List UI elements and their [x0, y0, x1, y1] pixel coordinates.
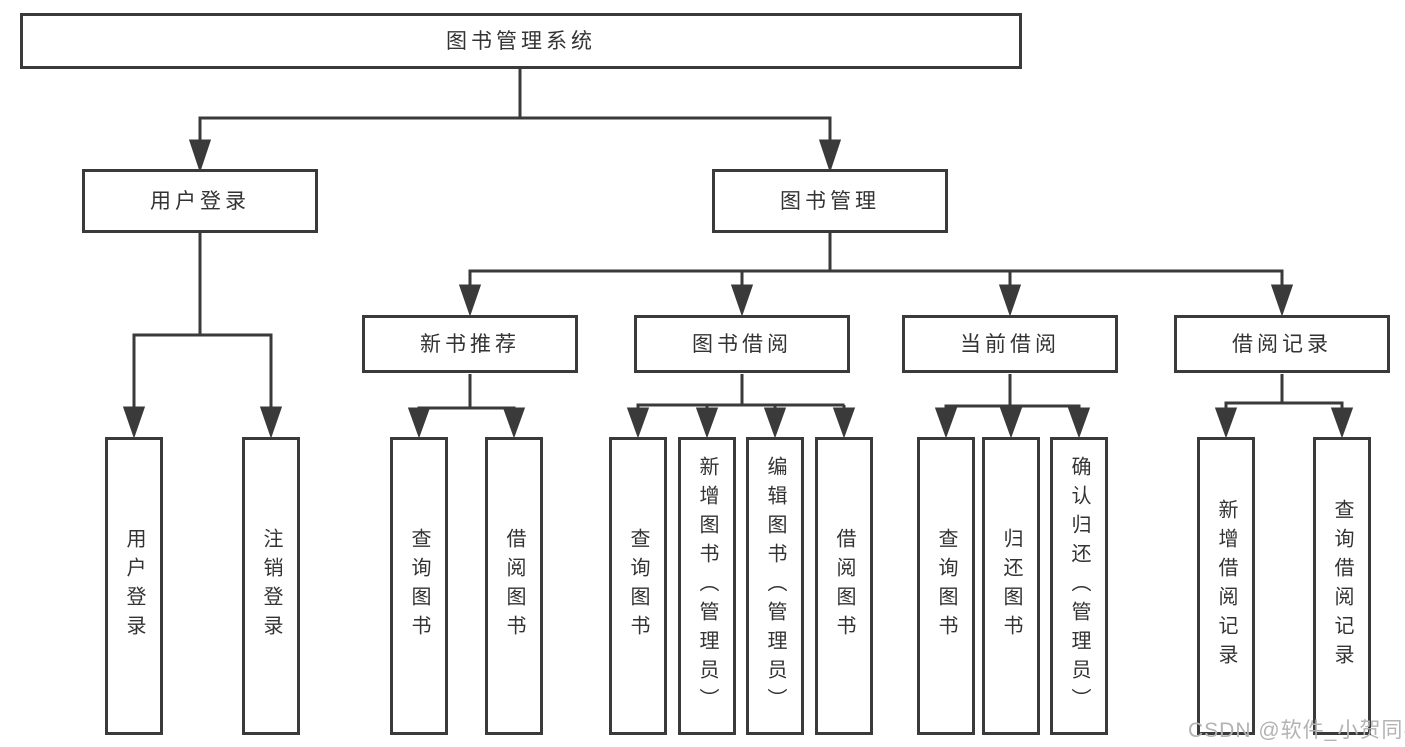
node-book-borrow: 图书借阅 — [634, 315, 850, 373]
node-current-borrow: 当前借阅 — [902, 315, 1118, 373]
node-newbooks-query: 查询图书 — [390, 437, 448, 735]
node-logout: 注销登录 — [242, 437, 300, 735]
node-newbooks-borrow: 借阅图书 — [485, 437, 543, 735]
csdn-watermark: CSDN @软件_小贺同学 — [1188, 719, 1405, 742]
node-records-query: 查询借阅记录 — [1313, 437, 1371, 735]
node-current-query: 查询图书 — [917, 437, 975, 735]
node-borrow-borrow: 借阅图书 — [815, 437, 873, 735]
node-borrow-query: 查询图书 — [609, 437, 667, 735]
node-new-books: 新书推荐 — [362, 315, 578, 373]
node-records-add: 新增借阅记录 — [1197, 437, 1255, 735]
node-book-management: 图书管理 — [712, 169, 948, 233]
node-root: 图书管理系统 — [20, 13, 1022, 69]
node-user-login: 用户登录 — [82, 169, 318, 233]
node-current-confirm-admin: 确认归还（管理员） — [1050, 437, 1108, 735]
node-current-return: 归还图书 — [982, 437, 1040, 735]
node-borrow-records: 借阅记录 — [1174, 315, 1390, 373]
node-borrow-add-admin: 新增图书（管理员） — [678, 437, 736, 735]
node-borrow-edit-admin: 编辑图书（管理员） — [746, 437, 804, 735]
node-login: 用户登录 — [105, 437, 163, 735]
